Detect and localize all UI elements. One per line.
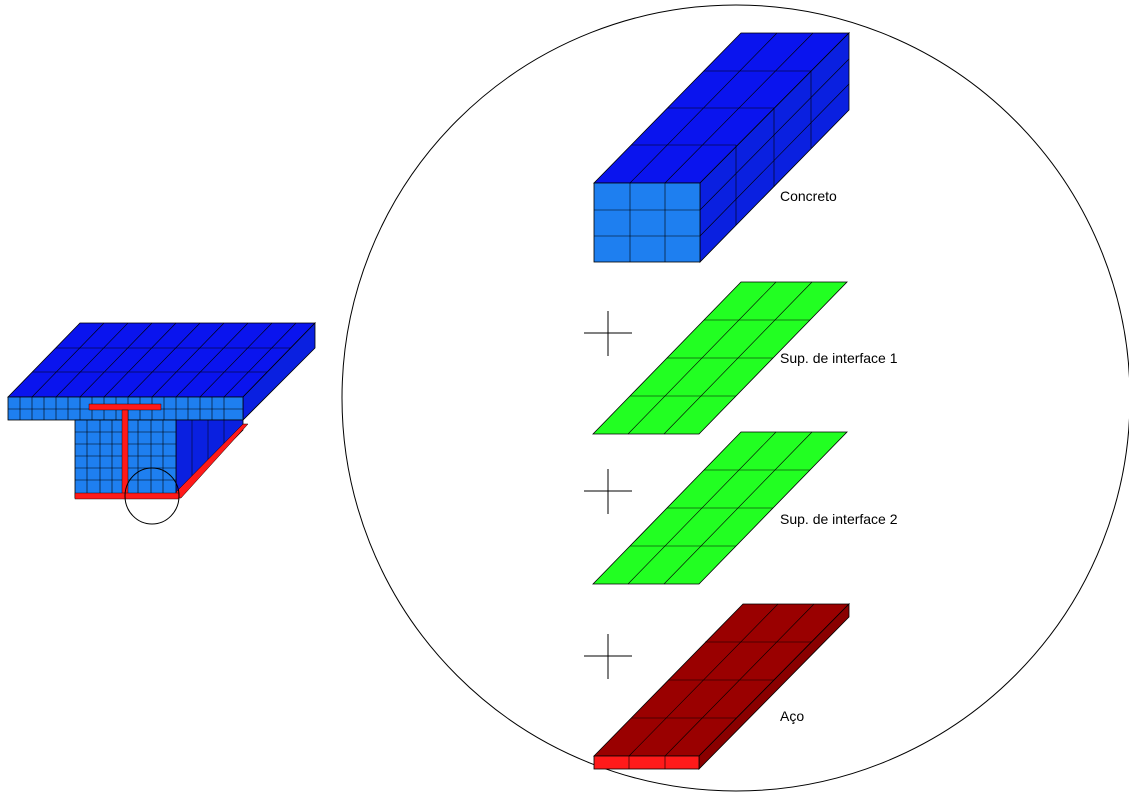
steel-front-face xyxy=(593,755,700,770)
interface-surface-2: Sup. de interface 2 xyxy=(592,431,898,585)
concrete-side-grid xyxy=(699,58,850,237)
interface-2-grid xyxy=(627,431,813,585)
steel-web xyxy=(121,409,129,495)
interface-surface-1: Sup. de interface 1 xyxy=(592,281,898,435)
interface-1-grid xyxy=(627,281,813,435)
label-concreto: Concreto xyxy=(780,188,837,204)
detail-marker-circle xyxy=(124,467,180,525)
label-interface-2: Sup. de interface 2 xyxy=(780,511,898,527)
steel-top-grid xyxy=(628,603,815,757)
steel-bottom-flange xyxy=(74,492,180,500)
plus-sign-2 xyxy=(584,469,632,514)
detail-circle xyxy=(341,4,1129,792)
steel-top-flange xyxy=(88,403,162,411)
concrete-element: Concreto xyxy=(593,32,850,263)
steel-front-grid xyxy=(628,756,666,769)
composite-beam-overview xyxy=(7,322,316,525)
plus-sign-3 xyxy=(584,634,632,679)
label-interface-1: Sup. de interface 1 xyxy=(780,350,898,366)
concrete-front-face xyxy=(593,182,701,263)
slab-top-grid xyxy=(31,322,297,398)
steel-element: Aço xyxy=(593,603,850,770)
concrete-top-grid xyxy=(629,32,814,184)
concrete-front-grid xyxy=(594,183,700,262)
plus-sign-1 xyxy=(584,311,632,356)
label-aco: Aço xyxy=(780,708,804,724)
